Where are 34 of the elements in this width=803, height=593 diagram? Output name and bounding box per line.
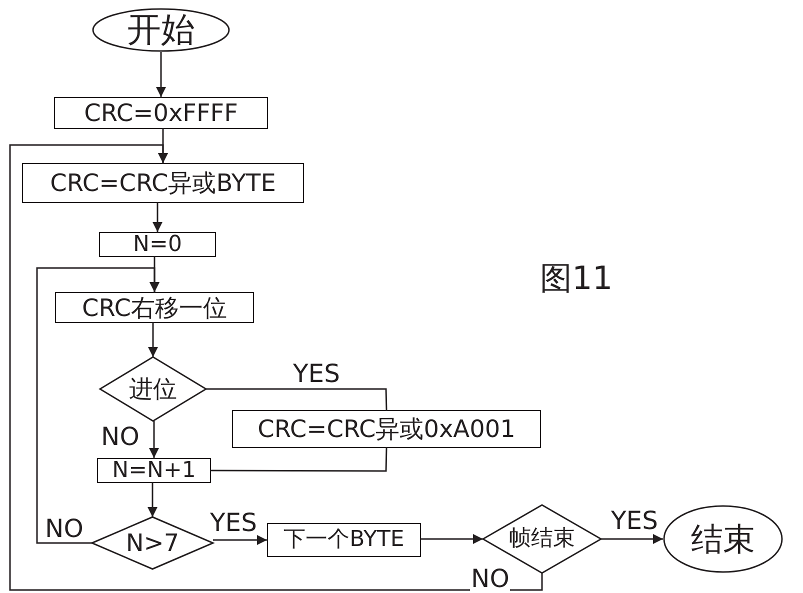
connector-arrow [149, 421, 159, 458]
connector-arrow [152, 203, 162, 232]
connector-arrow [148, 483, 158, 517]
node-text: N>7 [126, 531, 180, 555]
node-text: 下一个BYTE [284, 529, 404, 551]
node-text: 开始 [127, 13, 195, 47]
connector-arrow [36, 267, 160, 544]
connector-arrow [156, 52, 166, 97]
process-box [99, 232, 216, 257]
process-box [22, 163, 304, 203]
node-text: CRC=CRC异或BYTE [50, 171, 276, 195]
node-text: N=0 [133, 234, 182, 256]
decision-diamond [100, 357, 206, 421]
node-text: 结束 [691, 523, 755, 555]
node-text: CRC=0xFFFF [84, 101, 238, 125]
terminal-ellipse [92, 8, 230, 52]
terminal-ellipse [663, 505, 783, 573]
process-box [232, 410, 541, 448]
node-text: 进位 [129, 377, 177, 401]
node-text: CRC右移一位 [82, 296, 227, 320]
process-box [54, 97, 268, 129]
connector-arrow [213, 535, 267, 545]
connector-arrow [421, 534, 483, 544]
connector-arrow [148, 323, 158, 357]
process-box [55, 292, 254, 323]
node-text: CRC=CRC异或0xA001 [258, 417, 516, 441]
process-box [97, 458, 211, 483]
connector-arrow [601, 534, 663, 544]
process-box [267, 523, 421, 557]
node-text: N=N+1 [112, 460, 196, 482]
edge-label: NO [470, 566, 510, 591]
node-text: 帧结束 [509, 528, 575, 550]
figure-label: 图11 [540, 262, 613, 294]
connector-arrow [9, 144, 543, 591]
